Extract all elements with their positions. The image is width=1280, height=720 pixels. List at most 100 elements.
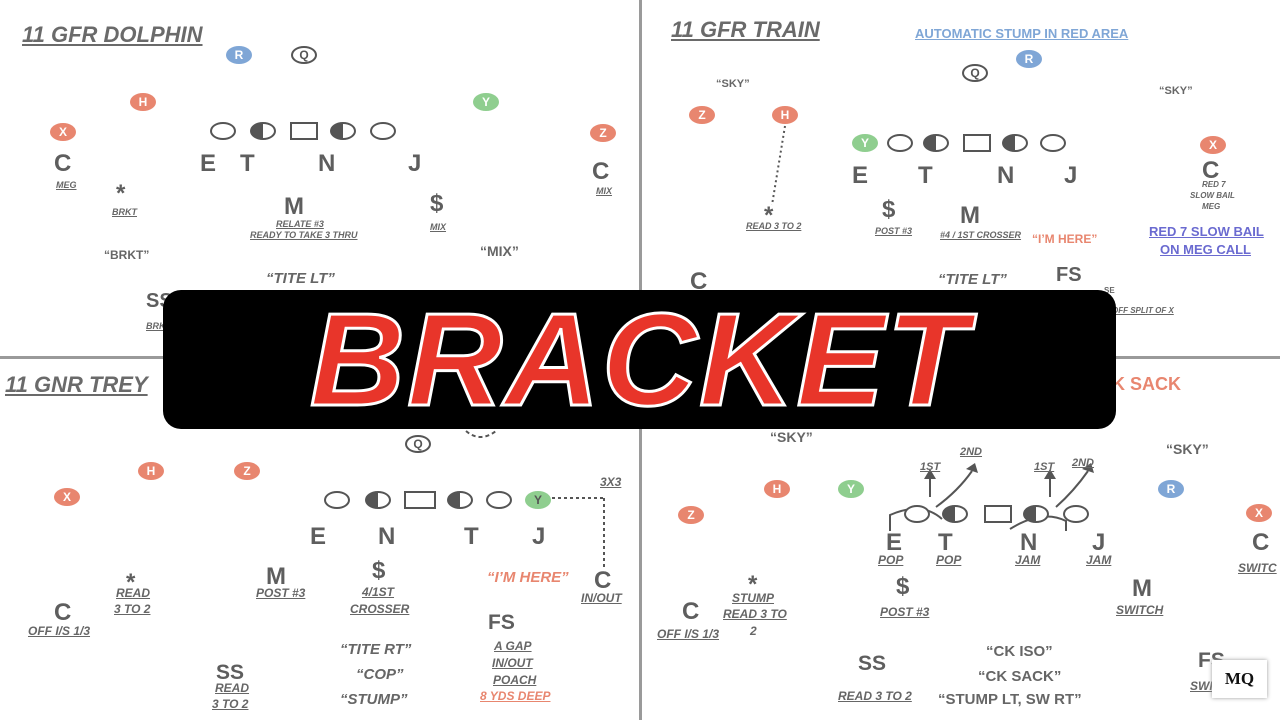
player-y: Y bbox=[473, 93, 499, 111]
def-m: M bbox=[1132, 575, 1152, 602]
player-r: R bbox=[226, 46, 252, 64]
play-title: K SACK bbox=[1112, 374, 1182, 394]
center bbox=[290, 122, 318, 140]
mq-logo: MQ bbox=[1212, 660, 1267, 698]
note-se: SE bbox=[1104, 286, 1115, 295]
note-read3to: READ 3 TO bbox=[723, 607, 787, 621]
def-t: T bbox=[464, 523, 479, 550]
def-t: T bbox=[938, 529, 953, 556]
def-m: M bbox=[266, 563, 286, 590]
player-z: Z bbox=[689, 106, 715, 124]
call-tite: “TITE LT” bbox=[938, 271, 1007, 288]
def-star: * bbox=[126, 569, 136, 596]
call-mix: “MIX” bbox=[480, 243, 519, 259]
note-8yds: 8 YDS DEEP bbox=[480, 689, 551, 703]
player-x: X bbox=[54, 488, 80, 506]
def-ss: SS bbox=[858, 652, 887, 675]
player-q: Q bbox=[405, 435, 431, 453]
def-e: E bbox=[200, 150, 217, 177]
note-read: READ bbox=[116, 586, 151, 600]
player-y: Y bbox=[525, 491, 551, 509]
def-n: N bbox=[378, 523, 396, 550]
def-star: * bbox=[748, 571, 758, 598]
note-meg: MEG bbox=[56, 180, 77, 190]
def-m: M bbox=[284, 193, 304, 220]
note-two: 2 bbox=[750, 624, 757, 638]
def-j: J bbox=[532, 523, 546, 550]
lineman bbox=[923, 134, 949, 152]
call-cksack: “CK SACK” bbox=[978, 668, 1062, 685]
call-red7-2: ON MEG CALL bbox=[1160, 242, 1251, 257]
call-stumplt: “STUMP LT, SW RT” bbox=[938, 691, 1082, 708]
player-r: R bbox=[1158, 480, 1184, 498]
note-3to2: 3 TO 2 bbox=[114, 602, 151, 616]
def-e: E bbox=[852, 162, 869, 189]
note-pop-1: POP bbox=[878, 553, 904, 567]
player-h: H bbox=[764, 480, 790, 498]
note-offis: OFF I/S 1/3 bbox=[657, 627, 720, 641]
player-y: Y bbox=[852, 134, 878, 152]
note-agap: A GAP bbox=[494, 639, 532, 653]
def-c-left: C bbox=[54, 150, 72, 177]
lineman bbox=[904, 505, 930, 523]
play-subtitle: AUTOMATIC STUMP IN RED AREA bbox=[915, 26, 1129, 41]
player-h: H bbox=[138, 462, 164, 480]
player-z: Z bbox=[590, 124, 616, 142]
note-switch-m: SWITCH bbox=[1116, 603, 1164, 617]
note-ready: READY TO TAKE 3 THRU bbox=[250, 230, 358, 240]
player-h: H bbox=[772, 106, 798, 124]
call-ckiso: “CK ISO” bbox=[986, 643, 1053, 660]
note-meg: MEG bbox=[1202, 202, 1221, 211]
play-title: 11 GNR TREY bbox=[5, 372, 148, 397]
note-offis: OFF I/S 1/3 bbox=[28, 624, 91, 638]
lineman bbox=[1040, 134, 1066, 152]
lineman bbox=[447, 491, 473, 509]
player-h: H bbox=[130, 93, 156, 111]
note-red7: RED 7 bbox=[1202, 180, 1226, 189]
lineman bbox=[486, 491, 512, 509]
def-fs: FS bbox=[1056, 264, 1082, 286]
note-relate: RELATE #3 bbox=[276, 219, 324, 229]
def-fs: FS bbox=[488, 611, 515, 634]
lineman bbox=[210, 122, 236, 140]
def-ss: SS bbox=[216, 661, 245, 684]
note-1st-b: 1ST bbox=[1034, 461, 1055, 473]
lineman bbox=[887, 134, 913, 152]
play-title: 11 GFR DOLPHIN bbox=[22, 22, 203, 47]
route-lines bbox=[465, 430, 605, 567]
note-1st-a: 1ST bbox=[920, 461, 941, 473]
lineman bbox=[1063, 505, 1089, 523]
def-c-left: C bbox=[54, 599, 72, 626]
note-inout: IN/OUT bbox=[581, 591, 622, 605]
center bbox=[963, 134, 991, 152]
def-t: T bbox=[918, 162, 933, 189]
banner-text: BRACKET bbox=[308, 285, 970, 433]
def-j: J bbox=[408, 150, 422, 177]
note-mix: MIX bbox=[596, 186, 613, 196]
def-j: J bbox=[1092, 529, 1106, 556]
note-ss-read: READ 3 TO 2 bbox=[838, 689, 912, 703]
def-c-right: C bbox=[1252, 529, 1270, 556]
note-ss-3to2: 3 TO 2 bbox=[212, 697, 249, 711]
player-x: X bbox=[1200, 136, 1226, 154]
def-e: E bbox=[886, 529, 903, 556]
def-c-left: C bbox=[690, 268, 708, 295]
lineman bbox=[370, 122, 396, 140]
note-stump: STUMP bbox=[732, 591, 774, 605]
call-imhere: “I’M HERE” bbox=[1032, 232, 1098, 246]
note-ss-read: READ bbox=[215, 681, 250, 695]
note-sky-right: “SKY” bbox=[1166, 441, 1209, 457]
call-imhere: “I’M HERE” bbox=[487, 569, 569, 586]
note-sky-left: “SKY” bbox=[716, 78, 750, 90]
def-dollar: $ bbox=[882, 196, 896, 223]
player-x: X bbox=[1246, 504, 1272, 522]
note-3x3: 3X3 bbox=[600, 475, 622, 489]
def-m: M bbox=[960, 202, 980, 229]
note-brk: BRK bbox=[146, 321, 166, 331]
player-r: R bbox=[1016, 50, 1042, 68]
note-read3: READ 3 TO 2 bbox=[746, 221, 802, 231]
note-2nd-b: 2ND bbox=[1072, 457, 1095, 469]
def-star: * bbox=[764, 202, 774, 229]
call-red7-1: RED 7 SLOW BAIL bbox=[1149, 224, 1264, 239]
lineman bbox=[365, 491, 391, 509]
